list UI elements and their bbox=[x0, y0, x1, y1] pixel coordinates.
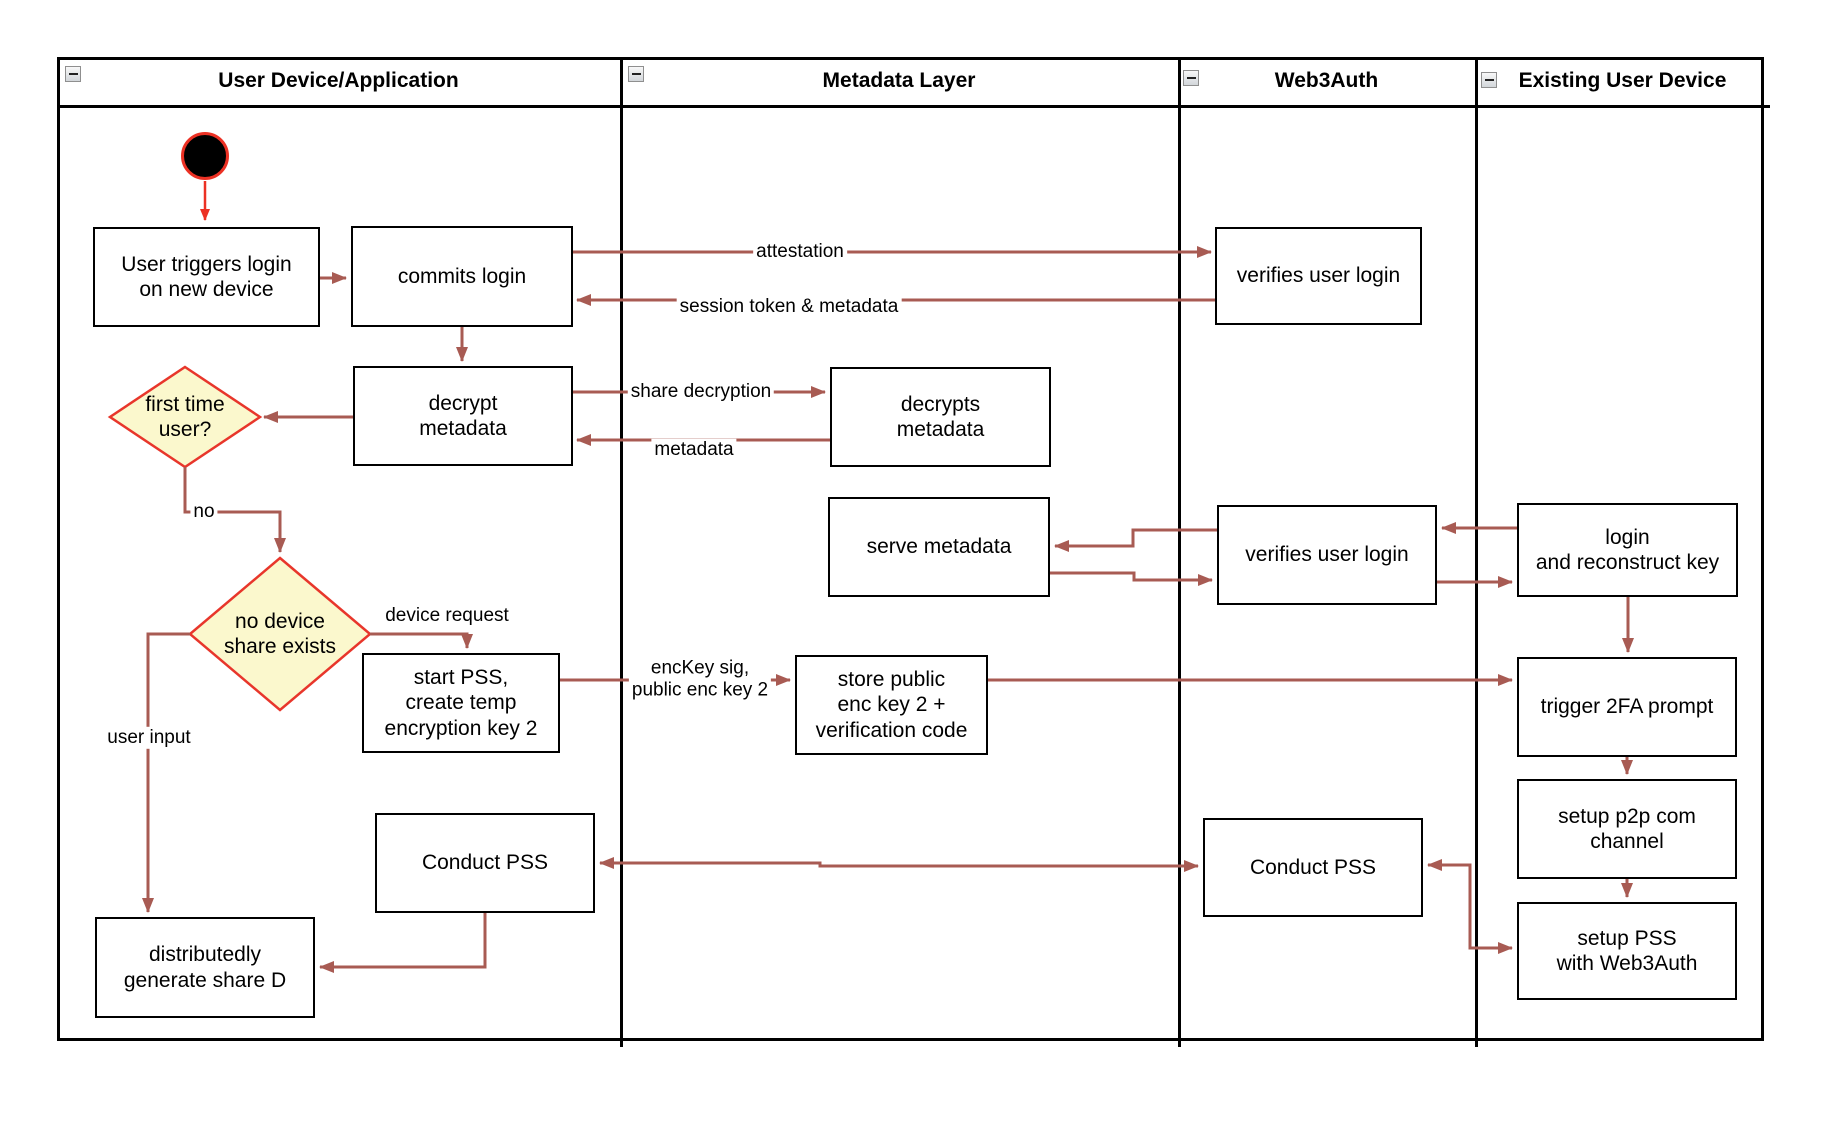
decision-no-device-share-exists[interactable]: no device share exists bbox=[223, 609, 337, 658]
edge-label-metadata: metadata bbox=[651, 438, 737, 462]
lane-header-separator bbox=[57, 105, 1770, 108]
lane-title-user-device[interactable]: User Device/Application bbox=[218, 69, 459, 92]
edge-label-enckey-sig: encKey sig, public enc key 2 bbox=[628, 657, 772, 703]
lane-title-web3auth[interactable]: Web3Auth bbox=[1274, 69, 1379, 92]
edge-label-no: no bbox=[190, 500, 218, 524]
activity-start-pss[interactable]: start PSS, create temp encryption key 2 bbox=[362, 653, 560, 753]
edge-label-user-input: user input bbox=[104, 726, 194, 750]
activity-commits-login[interactable]: commits login bbox=[351, 226, 573, 327]
minus-icon bbox=[68, 73, 78, 75]
lane-separator bbox=[1178, 57, 1181, 1047]
edge-label-device-request: device request bbox=[382, 604, 512, 628]
collapse-lane-icon[interactable] bbox=[628, 66, 644, 82]
collapse-lane-icon[interactable] bbox=[1183, 70, 1199, 86]
activity-login-and-reconstruct-key[interactable]: login and reconstruct key bbox=[1517, 503, 1738, 597]
activity-verifies-user-login-mid[interactable]: verifies user login bbox=[1217, 505, 1437, 605]
activity-setup-p2p-com-channel[interactable]: setup p2p com channel bbox=[1517, 779, 1737, 879]
pool-border bbox=[57, 57, 1764, 1041]
activity-serve-metadata[interactable]: serve metadata bbox=[828, 497, 1050, 597]
activity-decrypt-metadata[interactable]: decrypt metadata bbox=[353, 366, 573, 466]
minus-icon bbox=[1186, 77, 1196, 79]
activity-store-public-enc-key[interactable]: store public enc key 2 + verification co… bbox=[795, 655, 988, 755]
edge-label-session-token: session token & metadata bbox=[676, 295, 902, 319]
activity-conduct-pss-user-device[interactable]: Conduct PSS bbox=[375, 813, 595, 913]
activity-decrypts-metadata[interactable]: decrypts metadata bbox=[830, 367, 1051, 467]
edge-label-share-decryption: share decryption bbox=[627, 380, 775, 404]
activity-user-triggers-login[interactable]: User triggers login on new device bbox=[93, 227, 320, 327]
lane-separator bbox=[620, 57, 623, 1047]
activity-setup-pss-with-web3auth[interactable]: setup PSS with Web3Auth bbox=[1517, 902, 1737, 1000]
lane-title-metadata-layer[interactable]: Metadata Layer bbox=[822, 69, 976, 92]
lane-title-existing-user-device[interactable]: Existing User Device bbox=[1518, 69, 1727, 92]
start-node[interactable] bbox=[181, 132, 229, 180]
edge-label-attestation: attestation bbox=[753, 240, 847, 264]
minus-icon bbox=[631, 73, 641, 75]
decision-first-time-user[interactable]: first time user? bbox=[145, 392, 225, 441]
activity-conduct-pss-web3auth[interactable]: Conduct PSS bbox=[1203, 818, 1423, 917]
minus-icon bbox=[1484, 79, 1494, 81]
activity-verifies-user-login-top[interactable]: verifies user login bbox=[1215, 227, 1422, 325]
lane-separator bbox=[1475, 57, 1478, 1047]
activity-trigger-2fa-prompt[interactable]: trigger 2FA prompt bbox=[1517, 657, 1737, 757]
activity-distributedly-generate-share-d[interactable]: distributedly generate share D bbox=[95, 917, 315, 1018]
collapse-lane-icon[interactable] bbox=[65, 66, 81, 82]
collapse-lane-icon[interactable] bbox=[1481, 72, 1497, 88]
